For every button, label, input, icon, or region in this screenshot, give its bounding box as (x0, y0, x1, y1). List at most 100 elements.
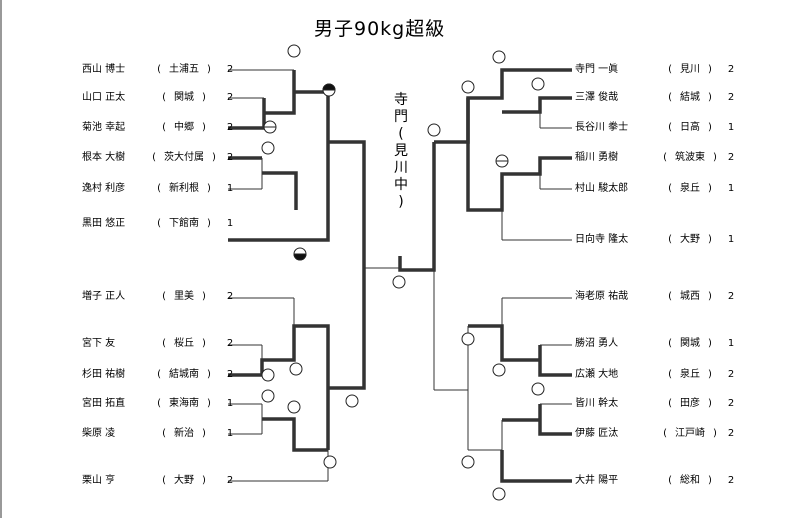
open-circle-icon (461, 455, 475, 469)
player-school: (下館南) (157, 218, 211, 229)
player-school: (新治) (162, 428, 206, 439)
player-entry: 三澤 俊哉(結城)2 (575, 91, 737, 105)
open-circle-icon (531, 382, 545, 396)
player-school: (大野) (162, 475, 206, 486)
player-score: 2 (727, 369, 735, 380)
player-name: 宮下 友 (82, 338, 116, 349)
player-entry: 逸村 利彦 (新利根) 1 (82, 182, 236, 196)
player-school: (茨大付属) (152, 152, 216, 163)
player-entry: 菊池 幸起(中郷)2 (82, 121, 236, 135)
open-circle-icon (345, 394, 359, 408)
player-score: 2 (226, 369, 234, 380)
player-name: 大井 陽平 (575, 475, 619, 486)
open-circle-icon (287, 400, 301, 414)
player-entry: 広瀬 大地(泉丘)2 (575, 368, 737, 382)
player-score: 1 (727, 183, 735, 194)
player-entry: 海老原 祐哉 (城西) 2 (575, 290, 737, 304)
open-circle-icon (461, 80, 475, 94)
player-entry: 村山 駿太郎 (泉丘) 1 (575, 182, 737, 196)
player-school: (関城) (162, 92, 206, 103)
player-score: 2 (727, 92, 735, 103)
player-score: 1 (727, 122, 735, 133)
player-name: 杉田 祐樹 (82, 369, 126, 380)
player-school: (桜丘) (162, 338, 206, 349)
player-name: 根本 大樹 (82, 152, 126, 163)
player-entry: 西山 博士 (土浦五) 2 (82, 63, 236, 77)
player-entry: 稲川 勇樹(筑波東)2 (575, 151, 737, 165)
open-circle-icon (492, 363, 506, 377)
player-name: 海老原 祐哉 (575, 291, 629, 302)
player-score: 1 (226, 428, 234, 439)
open-circle-icon (427, 123, 441, 137)
player-name: 柴原 凌 (82, 428, 116, 439)
player-school: (泉丘) (668, 183, 712, 194)
player-score: 2 (727, 475, 735, 486)
player-entry: 皆川 幹太(田彦)2 (575, 397, 737, 411)
open-circle-icon (492, 487, 506, 501)
player-name: 西山 博士 (82, 64, 126, 75)
open-circle-icon (287, 44, 301, 58)
champion-name-vertical: 寺門(見川中) (394, 92, 408, 210)
player-school: (見川) (668, 64, 712, 75)
player-entry: 伊藤 匠汰(江戸崎)2 (575, 427, 737, 441)
player-name: 黒田 悠正 (82, 218, 126, 229)
player-entry: 宮田 拓直 (東海南) 1 (82, 397, 236, 411)
player-entry: 柴原 凌 (新治) 1 (82, 427, 236, 441)
player-name: 逸村 利彦 (82, 183, 126, 194)
player-school: (城西) (668, 291, 712, 302)
open-circle-icon (261, 368, 275, 382)
open-circle-icon (261, 141, 275, 155)
player-score: 2 (226, 475, 234, 486)
player-name: 長谷川 拳士 (575, 122, 629, 133)
player-name: 菊池 幸起 (82, 122, 126, 133)
player-score: 2 (226, 338, 234, 349)
player-name: 山口 正太 (82, 92, 126, 103)
player-school: (泉丘) (668, 369, 712, 380)
player-score: 2 (727, 428, 735, 439)
player-name: 宮田 拓直 (82, 398, 126, 409)
player-name: 増子 正人 (82, 291, 126, 302)
player-name: 稲川 勇樹 (575, 152, 619, 163)
player-school: (筑波東) (663, 152, 717, 163)
open-circle-icon (492, 50, 506, 64)
player-school: (新利根) (157, 183, 211, 194)
player-name: 伊藤 匠汰 (575, 428, 619, 439)
page-title: 男子90kg超級 (314, 18, 446, 40)
player-score: 2 (727, 64, 735, 75)
player-school: (里美) (162, 291, 206, 302)
player-entry: 勝沼 勇人(関城)1 (575, 337, 737, 351)
player-score: 2 (727, 398, 735, 409)
player-entry: 山口 正太 (関城) 2 (82, 91, 236, 105)
player-score: 2 (226, 291, 234, 302)
player-school: (大野) (668, 234, 712, 245)
player-name: 三澤 俊哉 (575, 92, 619, 103)
player-name: 寺門 一眞 (575, 64, 619, 75)
player-score: 1 (226, 218, 234, 229)
player-name: 勝沼 勇人 (575, 338, 619, 349)
player-score: 2 (226, 152, 234, 163)
player-school: (総和) (668, 475, 712, 486)
player-score: 1 (727, 338, 735, 349)
player-name: 日向寺 隆太 (575, 234, 629, 245)
player-school: (土浦五) (157, 64, 211, 75)
player-name: 栗山 亨 (82, 475, 116, 486)
open-circle-icon (392, 275, 406, 289)
player-score: 1 (226, 183, 234, 194)
player-score: 2 (727, 291, 735, 302)
player-school: (東海南) (157, 398, 211, 409)
player-entry: 日向寺 隆太(大野)1 (575, 233, 737, 247)
player-score: 2 (226, 122, 234, 133)
player-school: (結城南) (157, 369, 211, 380)
player-entry: 宮下 友 (桜丘) 2 (82, 337, 236, 351)
player-entry: 黒田 悠正 (下館南) 1 (82, 217, 236, 231)
player-entry: 栗山 亨 (大野) 2 (82, 474, 236, 488)
player-name: 村山 駿太郎 (575, 183, 629, 194)
player-score: 2 (226, 92, 234, 103)
open-circle-icon (261, 389, 275, 403)
player-score: 2 (226, 64, 234, 75)
player-entry: 大井 陽平 (総和) 2 (575, 474, 737, 488)
open-circle-icon (323, 455, 337, 469)
player-score: 1 (226, 398, 234, 409)
player-school: (日高) (668, 122, 712, 133)
